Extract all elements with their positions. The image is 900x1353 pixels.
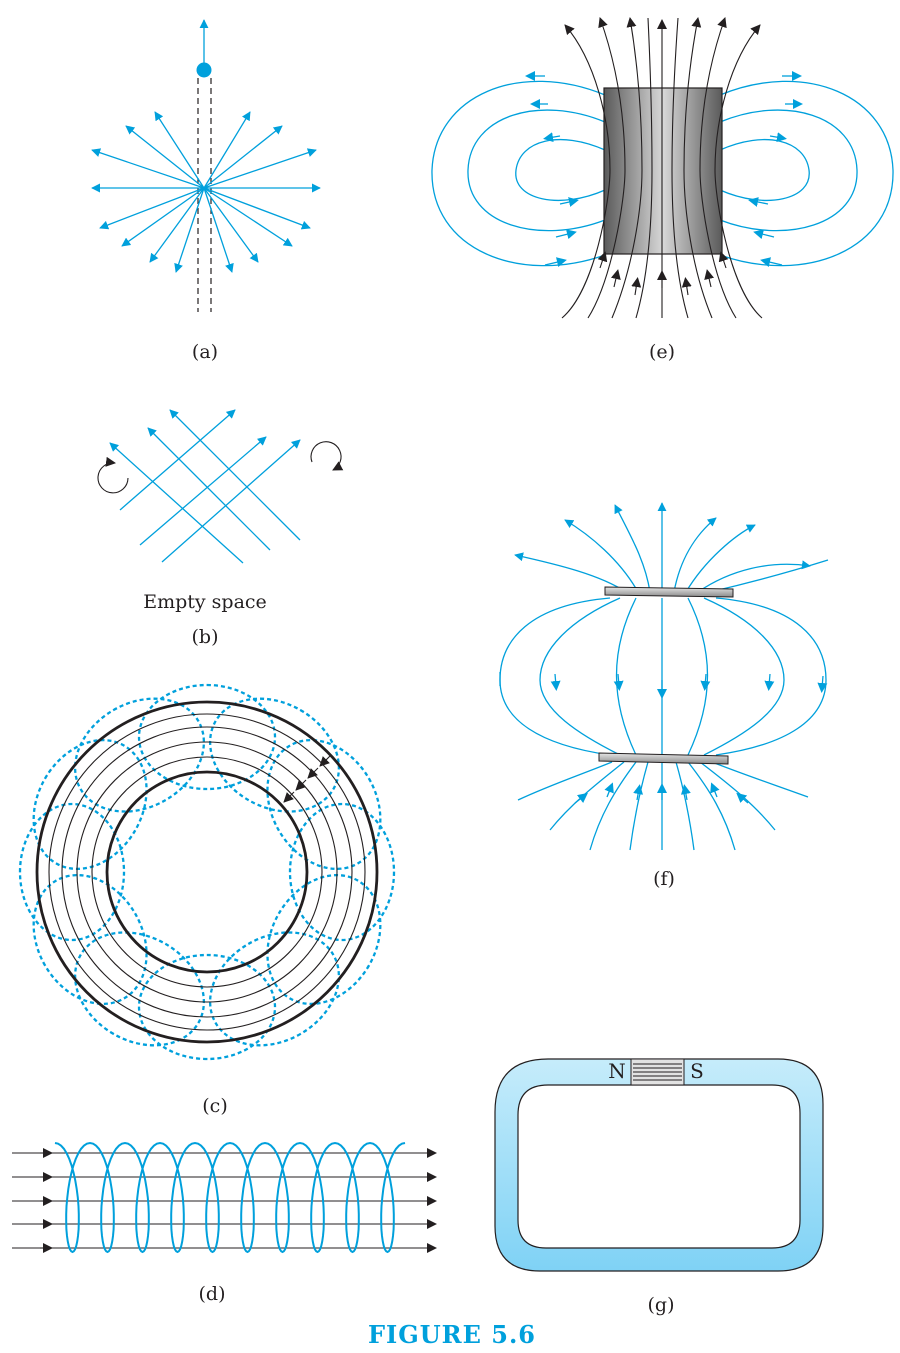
rotation-circle-right <box>310 441 344 471</box>
radial-field-arrow <box>154 111 205 189</box>
north-pole-label: N <box>608 1059 626 1083</box>
flux-loop <box>73 931 206 1047</box>
flux-loop <box>137 953 277 1061</box>
solenoid-coil <box>54 1141 406 1254</box>
panel-e-label: (e) <box>649 341 675 363</box>
flux-loop <box>266 738 382 871</box>
radial-field-arrow <box>99 187 205 230</box>
radial-arrows <box>91 111 321 273</box>
radial-field-arrow <box>203 187 293 247</box>
radial-field-arrow <box>203 187 311 230</box>
iron-yoke <box>494 1058 824 1272</box>
radial-field-arrow <box>149 187 205 263</box>
figure-title: FIGURE 5.6 <box>368 1320 536 1349</box>
radial-field-arrow <box>203 187 234 273</box>
panel-a-radial-field <box>91 19 321 312</box>
south-pole-label: S <box>690 1059 704 1083</box>
panel-g-yoke-with-magnet: N S <box>494 1058 824 1272</box>
panel-b-label: (b) <box>192 626 219 648</box>
flux-loop <box>266 873 382 1006</box>
flux-loop <box>32 873 148 1006</box>
rotation-circle-left <box>97 456 129 494</box>
panel-b-caption: Empty space <box>143 591 267 613</box>
panel-c-label: (c) <box>202 1095 227 1117</box>
radial-field-arrow <box>203 125 283 189</box>
panel-d-solenoid <box>12 1141 437 1254</box>
panel-f-label: (f) <box>653 868 675 890</box>
flux-loop <box>208 931 341 1047</box>
radial-field-arrow <box>91 148 205 189</box>
panel-c-toroid <box>18 683 396 1061</box>
toroid-dashed-loops <box>18 683 396 1061</box>
panel-e-magnetized-bar <box>431 17 894 319</box>
radial-field-arrow <box>121 187 205 247</box>
radial-field-arrow <box>203 111 251 189</box>
flux-loop <box>137 683 277 791</box>
flux-loop <box>32 738 148 871</box>
flux-loop <box>18 802 126 942</box>
bottom-plate <box>598 752 729 765</box>
panel-d-label: (d) <box>199 1283 226 1305</box>
panel-b-crossing-lines <box>97 409 344 564</box>
flux-loop <box>73 697 206 813</box>
panel-f-magnetic-plates <box>499 502 829 851</box>
top-plate <box>604 586 734 598</box>
radial-field-arrow <box>203 187 259 263</box>
radial-field-arrow <box>125 125 205 189</box>
panel-a-label: (a) <box>192 341 218 363</box>
flux-loop <box>208 697 341 813</box>
radial-field-arrow <box>174 187 205 273</box>
charge-dot <box>196 62 212 78</box>
radial-field-arrow <box>203 148 317 189</box>
flux-loop <box>288 802 396 942</box>
panel-g-label: (g) <box>648 1294 675 1316</box>
